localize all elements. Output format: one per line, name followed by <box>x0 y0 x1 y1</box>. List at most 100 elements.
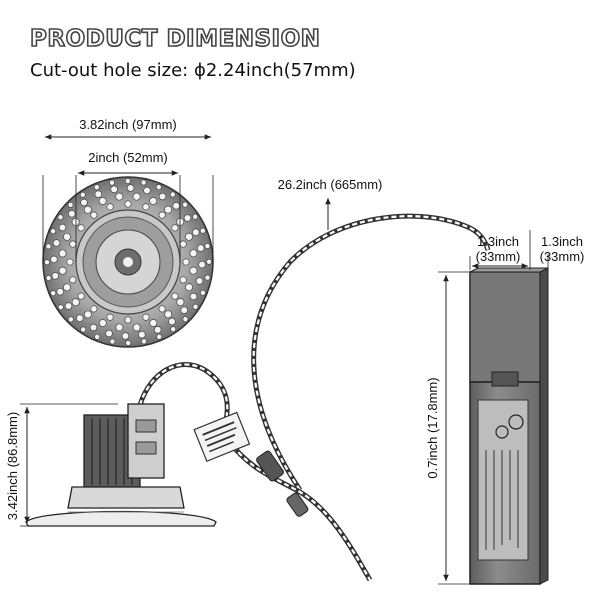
perforation-hole <box>93 184 100 191</box>
perforation-hole <box>77 224 85 232</box>
perforation-hole <box>66 258 74 266</box>
perforation-hole <box>64 302 73 310</box>
perforation-hole <box>199 289 206 296</box>
perforation-pattern <box>44 178 212 346</box>
perforation-hole <box>121 332 130 340</box>
perforation-hole <box>169 191 176 198</box>
perforation-hole <box>142 203 150 211</box>
perforation-hole <box>90 305 98 313</box>
perforation-hole <box>192 228 200 237</box>
box-width-dimension: 1.3inch(33mm) <box>469 230 531 270</box>
perforation-hole <box>98 319 107 327</box>
box-length-label: 0.7inch (17.8mm) <box>425 377 440 478</box>
perforation-hole <box>195 277 204 285</box>
perforation-hole <box>196 244 205 252</box>
perforation-hole <box>189 266 198 275</box>
perforation-hole <box>105 329 113 338</box>
perforation-hole <box>158 305 166 313</box>
perforation-hole <box>77 292 85 300</box>
perforation-hole <box>106 313 114 321</box>
perforation-hole <box>176 298 185 307</box>
perforation-hole <box>156 333 163 340</box>
perforation-hole <box>199 227 206 234</box>
light-height-label: 3.42inch (86.8mm) <box>5 412 20 520</box>
perforation-hole <box>158 211 166 219</box>
perforation-hole <box>52 239 61 247</box>
perforation-hole <box>164 310 173 319</box>
box-width-label: 1.3inch(33mm) <box>476 234 521 264</box>
perforation-hole <box>45 275 52 281</box>
perforation-hole <box>124 316 132 324</box>
perforation-hole <box>189 292 198 301</box>
perforation-hole <box>158 192 167 201</box>
perforation-hole <box>69 276 77 284</box>
perforation-hole <box>71 298 80 307</box>
perforation-hole <box>50 228 57 235</box>
box-depth-label: 1.3inch(33mm) <box>540 234 585 264</box>
box-depth-dimension: 1.3inch(33mm) <box>540 234 585 268</box>
driver-box <box>469 267 549 585</box>
perforation-hole <box>185 283 193 292</box>
perforation-hole <box>125 340 132 346</box>
inner-diameter-dimension: 2inch (52mm) <box>75 150 181 262</box>
perforation-hole <box>110 185 118 194</box>
perforation-hole <box>57 304 64 311</box>
perforation-hole <box>141 338 147 345</box>
perforation-hole <box>56 287 64 296</box>
perforation-hole <box>98 197 107 205</box>
perforation-hole <box>171 292 179 300</box>
perforation-hole <box>183 214 192 222</box>
page-title: PRODUCT DIMENSION <box>29 25 321 53</box>
perforation-hole <box>192 213 199 220</box>
perforation-hole <box>50 255 58 264</box>
perforation-hole <box>182 201 189 208</box>
perforation-hole <box>115 192 124 201</box>
perforation-hole <box>179 276 187 284</box>
perforation-hole <box>171 224 179 232</box>
perforation-hole <box>106 203 114 211</box>
perforation-hole <box>172 202 180 210</box>
perforation-hole <box>198 260 206 269</box>
perforation-hole <box>109 338 116 345</box>
cable <box>137 213 491 582</box>
perforation-hole <box>149 319 158 327</box>
perforation-hole <box>51 272 60 280</box>
perforation-hole <box>192 303 199 310</box>
perforation-hole <box>204 274 211 281</box>
perforation-hole <box>83 310 92 319</box>
perforation-hole <box>50 290 57 297</box>
perforation-hole <box>80 198 88 207</box>
perforation-hole <box>89 323 98 332</box>
perforation-hole <box>58 249 67 258</box>
perforation-hole <box>204 243 211 249</box>
cutout-hole-size: Cut-out hole size: ϕ2.24inch(57mm) <box>30 60 356 81</box>
perforation-hole <box>126 184 135 192</box>
perforation-hole <box>67 201 74 208</box>
perforation-hole <box>109 179 115 186</box>
perforation-hole <box>142 313 150 321</box>
perforation-hole <box>63 283 71 292</box>
perforation-hole <box>180 306 188 314</box>
perforation-hole <box>132 192 141 201</box>
perforation-hole <box>124 200 132 208</box>
perforation-hole <box>63 232 71 241</box>
perforation-hole <box>94 333 101 340</box>
perforation-hole <box>45 243 52 250</box>
trim-diameter-label: 3.82inch (97mm) <box>79 117 177 132</box>
perforation-hole <box>155 184 162 191</box>
perforation-hole <box>149 197 158 205</box>
perforation-hole <box>79 191 86 198</box>
cable-tag <box>193 411 251 463</box>
perforation-hole <box>189 249 198 258</box>
perforation-hole <box>179 240 187 248</box>
box-length-dimension: 0.7inch (17.8mm) <box>425 271 470 585</box>
perforation-hole <box>143 186 151 195</box>
perforation-hole <box>153 326 162 334</box>
perforation-hole <box>90 211 98 219</box>
perforation-hole <box>69 240 77 248</box>
perforation-hole <box>58 266 67 275</box>
cable-length-label: 26.2inch (665mm) <box>278 177 383 192</box>
perforation-hole <box>185 232 193 241</box>
top-view-light <box>42 176 214 348</box>
